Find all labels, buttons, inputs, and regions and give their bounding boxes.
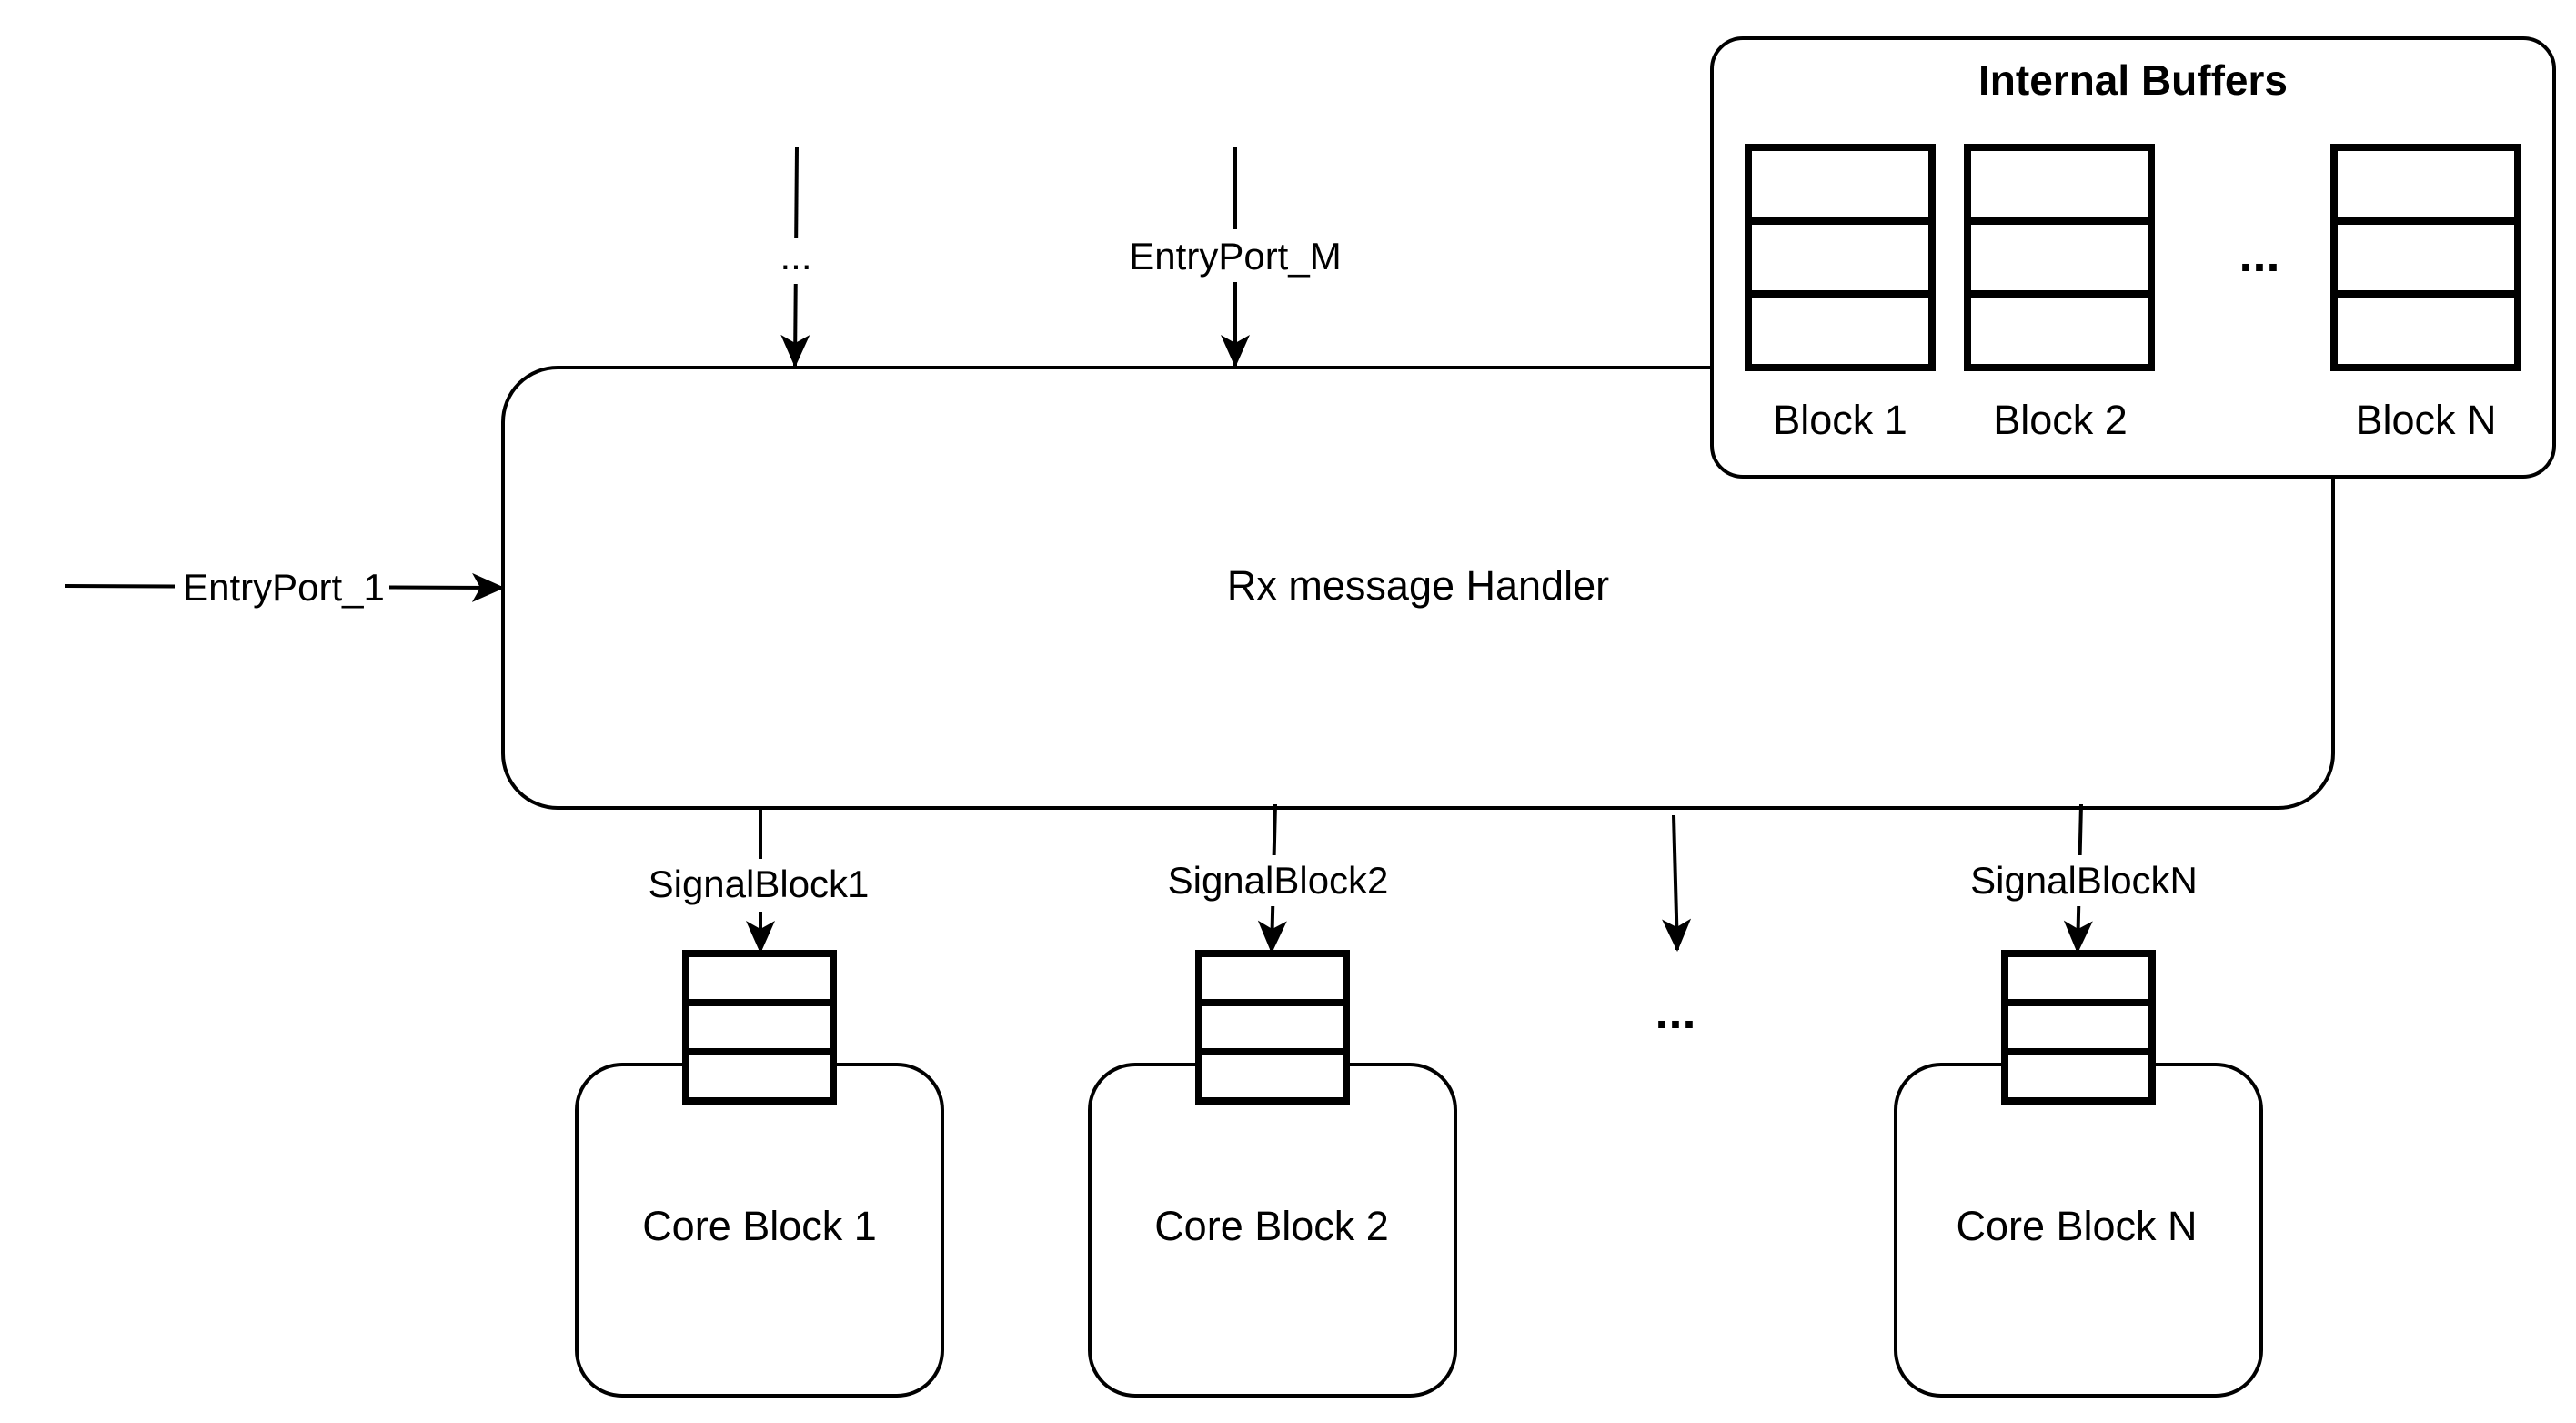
buffer-block-2-label: Block 2 — [1993, 397, 2128, 443]
core-block-2-label: Core Block 2 — [1154, 1203, 1389, 1249]
core-2-queue — [1195, 950, 1350, 1105]
buffer-block-n — [2330, 144, 2521, 371]
signalblock-n-label: SignalBlockN — [1970, 859, 2198, 902]
entryport-1-label: EntryPort_1 — [183, 566, 385, 609]
buffer-block-n-label: Block N — [2355, 397, 2496, 443]
core-block-1-label: Core Block 1 — [642, 1203, 877, 1249]
core-1-queue — [682, 950, 837, 1105]
internal-buffers-title: Internal Buffers — [1978, 56, 2288, 104]
core-ellipsis-label: ... — [1655, 984, 1696, 1039]
signalblock-1-label: SignalBlock1 — [649, 863, 870, 905]
buffer-block-2 — [1964, 144, 2155, 371]
entryport-ellipsis-label: ... — [780, 235, 811, 278]
core-ellipsis-arrow — [1662, 814, 1692, 952]
buffer-block-1-label: Block 1 — [1773, 397, 1907, 443]
buffer-ellipsis: ... — [2239, 227, 2279, 282]
internal-buffers-group: Internal Buffers Block 1 Block 2 ... Blo… — [1710, 36, 2556, 479]
buffer-block-1 — [1745, 144, 1936, 371]
core-block-n-label: Core Block N — [1956, 1203, 2197, 1249]
rx-handler-label: Rx message Handler — [1227, 562, 1609, 609]
core-n-queue — [2001, 950, 2156, 1105]
signalblock-2-label: SignalBlock2 — [1168, 859, 1389, 902]
entryport-m-label: EntryPort_M — [1129, 235, 1341, 278]
